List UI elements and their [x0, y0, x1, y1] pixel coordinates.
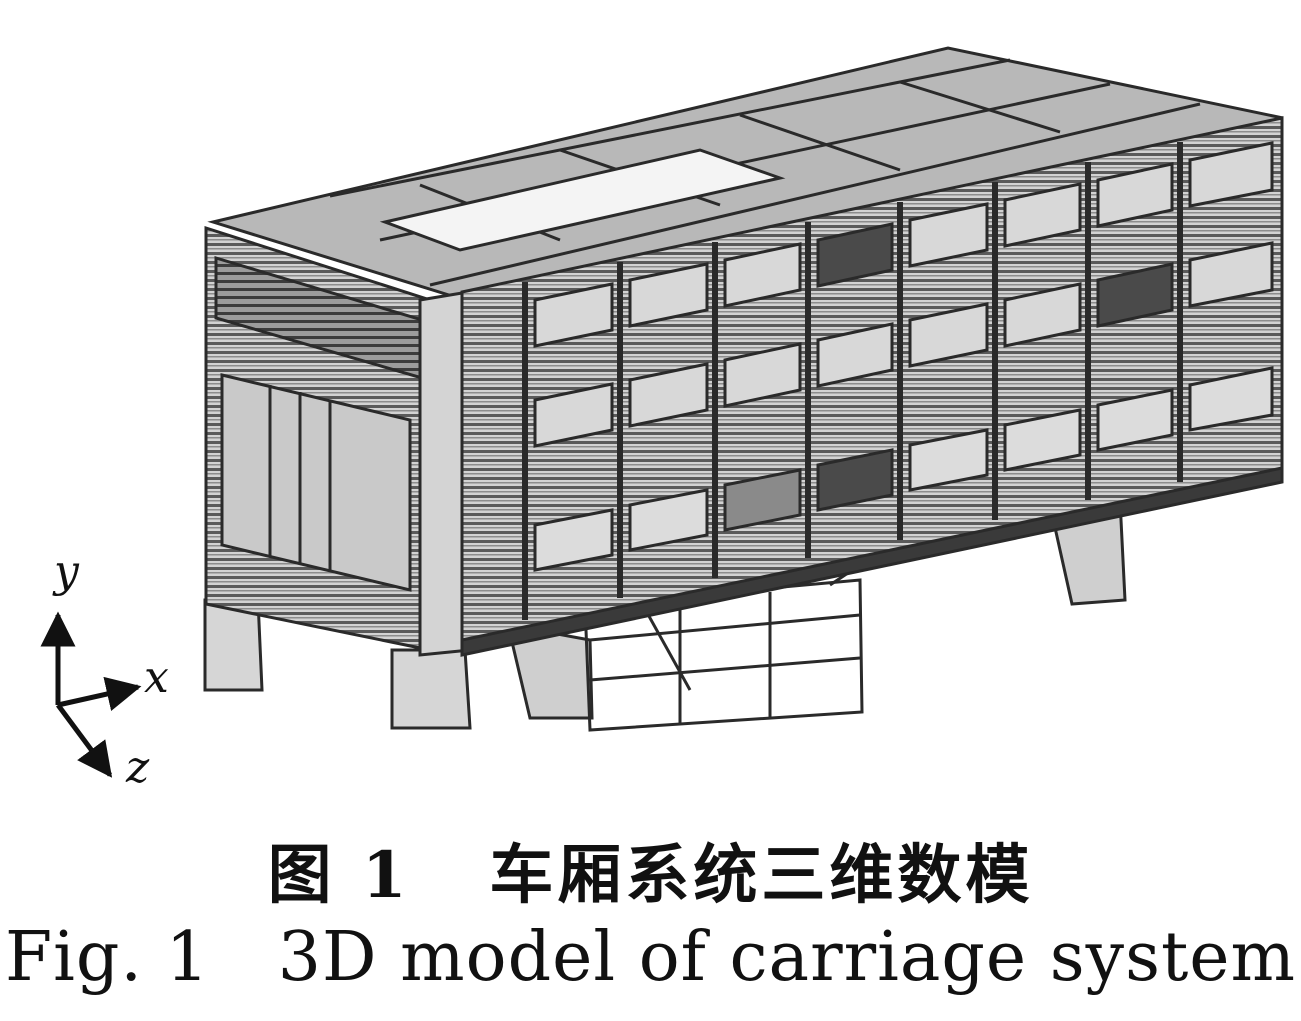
x-axis-arrow	[57, 676, 142, 711]
bottom-rail	[460, 466, 1284, 657]
figure-caption-chinese: 图 1 车厢系统三维数模	[267, 838, 1034, 913]
roof-skylight	[379, 148, 786, 252]
dark-panel	[1096, 262, 1174, 328]
front-leg-right	[390, 648, 472, 730]
coordinate-axes: y x z	[40, 546, 169, 793]
z-axis-arrow	[55, 703, 113, 778]
y-axis-label: y	[52, 546, 80, 597]
side-face	[460, 116, 1284, 657]
figure-caption-english: Fig. 1 3D model of carriage system	[4, 918, 1297, 997]
carriage-3d-model: y x z	[40, 46, 1284, 793]
x-axis-label: x	[144, 652, 169, 703]
front-face	[204, 225, 472, 657]
z-axis-label: z	[125, 742, 150, 793]
dark-panel	[816, 222, 894, 288]
